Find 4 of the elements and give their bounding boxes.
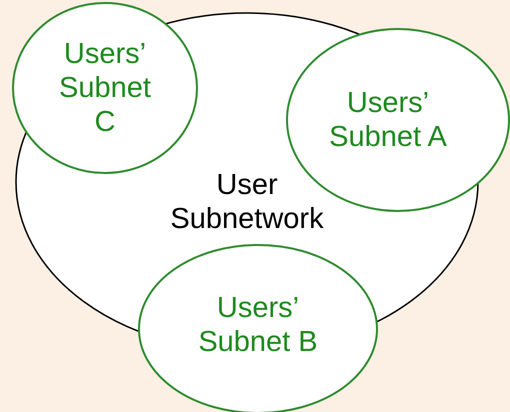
node-label: Users’ Subnet B bbox=[198, 291, 318, 359]
node-label: User Subnetwork bbox=[169, 168, 325, 236]
node-label: Users’ Subnet C bbox=[58, 37, 152, 139]
node-label: Users’ Subnet A bbox=[328, 86, 448, 154]
